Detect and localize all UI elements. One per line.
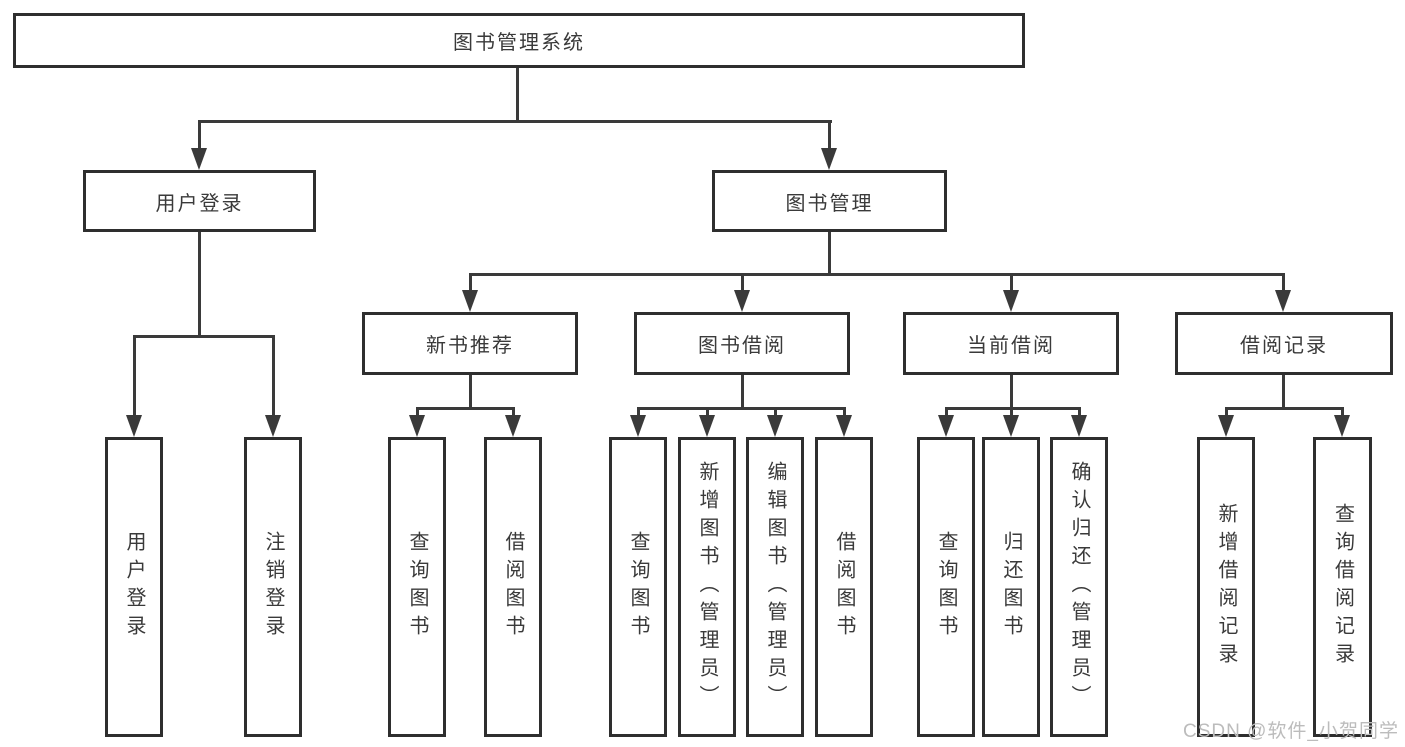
leaf-user-login-label: 用户登录	[123, 531, 145, 643]
arrowhead-book-mgmt	[821, 148, 837, 170]
connector-drop-br-add	[1225, 407, 1228, 415]
leaf-br-add-record-label: 新增借阅记录	[1215, 503, 1237, 671]
connector-book-mgmt-stem	[828, 232, 831, 273]
node-user-login-label: 用户登录	[155, 192, 244, 215]
connector-drop-new-book-rec	[469, 273, 472, 290]
leaf-user-login: 用户登录	[105, 437, 163, 737]
connector-root-stem	[516, 68, 519, 120]
connector-drop-book-borrow	[741, 273, 744, 290]
connector-drop-bb-query	[637, 407, 640, 415]
leaf-logout-label: 注销登录	[262, 531, 284, 643]
connector-user-login-stem	[198, 232, 201, 335]
connector-drop-borrow-record	[1282, 273, 1285, 290]
arrowhead-borrow-record	[1275, 290, 1291, 312]
arrowhead-bb-borrow	[836, 415, 852, 437]
leaf-bb-query-book-label: 查询图书	[627, 531, 649, 643]
node-new-book-rec-label: 新书推荐	[426, 335, 514, 357]
leaf-cb-confirm-return-label: 确认归还（管理员）	[1068, 461, 1090, 713]
connector-drop-bb-borrow	[843, 407, 846, 415]
arrowhead-new-book-rec	[462, 290, 478, 312]
arrowhead-leaf-logout	[265, 415, 281, 437]
arrowhead-current-borrow	[1003, 290, 1019, 312]
arrowhead-cb-confirm	[1071, 415, 1087, 437]
csdn-watermark: CSDN @软件_小贺同学	[1183, 721, 1399, 742]
connector-current-borrow-stem	[1010, 375, 1013, 407]
node-book-mgmt: 图书管理	[712, 170, 947, 232]
leaf-cb-confirm-return: 确认归还（管理员）	[1050, 437, 1108, 737]
connector-drop-cb-return	[1010, 407, 1013, 415]
leaf-nbr-borrow-book-label: 借阅图书	[502, 531, 524, 643]
leaf-cb-query-book: 查询图书	[917, 437, 975, 737]
connector-drop-current-borrow	[1010, 273, 1013, 290]
leaf-br-query-record: 查询借阅记录	[1313, 437, 1372, 737]
connector-borrow-record-stem	[1282, 375, 1285, 407]
connector-drop-br-query	[1341, 407, 1344, 415]
connector-current-borrow-rail	[945, 407, 1081, 410]
connector-drop-cb-confirm	[1078, 407, 1081, 415]
leaf-logout: 注销登录	[244, 437, 302, 737]
node-book-mgmt-label: 图书管理	[785, 192, 874, 215]
leaf-bb-edit-book: 编辑图书（管理员）	[746, 437, 804, 737]
connector-new-book-rec-stem	[469, 375, 472, 407]
arrowhead-br-add	[1218, 415, 1234, 437]
node-borrow-record-label: 借阅记录	[1240, 335, 1328, 357]
connector-user-login-rail	[133, 335, 275, 338]
leaf-nbr-borrow-book: 借阅图书	[484, 437, 542, 737]
node-root-label: 图书管理系统	[453, 32, 585, 54]
leaf-bb-borrow-book: 借阅图书	[815, 437, 873, 737]
arrowhead-leaf-user-login	[126, 415, 142, 437]
node-root-system: 图书管理系统	[13, 13, 1025, 68]
arrowhead-bb-query	[630, 415, 646, 437]
leaf-bb-add-book: 新增图书（管理员）	[678, 437, 736, 737]
arrowhead-user-login	[191, 148, 207, 170]
arrowhead-nbr-borrow	[505, 415, 521, 437]
connector-drop-leaf-logout	[272, 335, 275, 415]
arrowhead-bb-add	[699, 415, 715, 437]
arrowhead-cb-return	[1003, 415, 1019, 437]
leaf-bb-edit-book-label: 编辑图书（管理员）	[764, 461, 786, 713]
connector-book-borrow-rail	[637, 407, 846, 410]
connector-drop-bb-add	[706, 407, 709, 415]
arrowhead-bb-edit	[767, 415, 783, 437]
leaf-cb-return-book-label: 归还图书	[1000, 531, 1022, 643]
leaf-br-query-record-label: 查询借阅记录	[1331, 503, 1354, 671]
node-new-book-rec: 新书推荐	[362, 312, 578, 375]
leaf-nbr-query-book-label: 查询图书	[406, 531, 428, 643]
connector-drop-bb-edit	[774, 407, 777, 415]
leaf-cb-return-book: 归还图书	[982, 437, 1040, 737]
leaf-bb-query-book: 查询图书	[609, 437, 667, 737]
connector-drop-book-mgmt	[828, 120, 831, 148]
node-book-borrow: 图书借阅	[634, 312, 850, 375]
connector-borrow-record-rail	[1225, 407, 1344, 410]
node-current-borrow-label: 当前借阅	[967, 335, 1055, 357]
connector-root-rail	[198, 120, 832, 123]
connector-drop-nbr-query	[416, 407, 419, 415]
connector-book-mgmt-rail	[469, 273, 1285, 276]
arrowhead-nbr-query	[409, 415, 425, 437]
leaf-br-add-record: 新增借阅记录	[1197, 437, 1255, 737]
connector-drop-user-login	[198, 120, 201, 148]
connector-book-borrow-stem	[741, 375, 744, 407]
arrowhead-br-query	[1334, 415, 1350, 437]
node-borrow-record: 借阅记录	[1175, 312, 1393, 375]
leaf-bb-borrow-book-label: 借阅图书	[833, 531, 855, 643]
leaf-nbr-query-book: 查询图书	[388, 437, 446, 737]
leaf-cb-query-book-label: 查询图书	[935, 531, 957, 643]
leaf-bb-add-book-label: 新增图书（管理员）	[696, 461, 718, 713]
arrowhead-book-borrow	[734, 290, 750, 312]
connector-drop-leaf-user-login	[133, 335, 136, 415]
connector-new-book-rec-rail	[416, 407, 515, 410]
node-book-borrow-label: 图书借阅	[698, 335, 786, 357]
node-current-borrow: 当前借阅	[903, 312, 1119, 375]
node-user-login: 用户登录	[83, 170, 316, 232]
connector-drop-cb-query	[945, 407, 948, 415]
arrowhead-cb-query	[938, 415, 954, 437]
connector-drop-nbr-borrow	[512, 407, 515, 415]
